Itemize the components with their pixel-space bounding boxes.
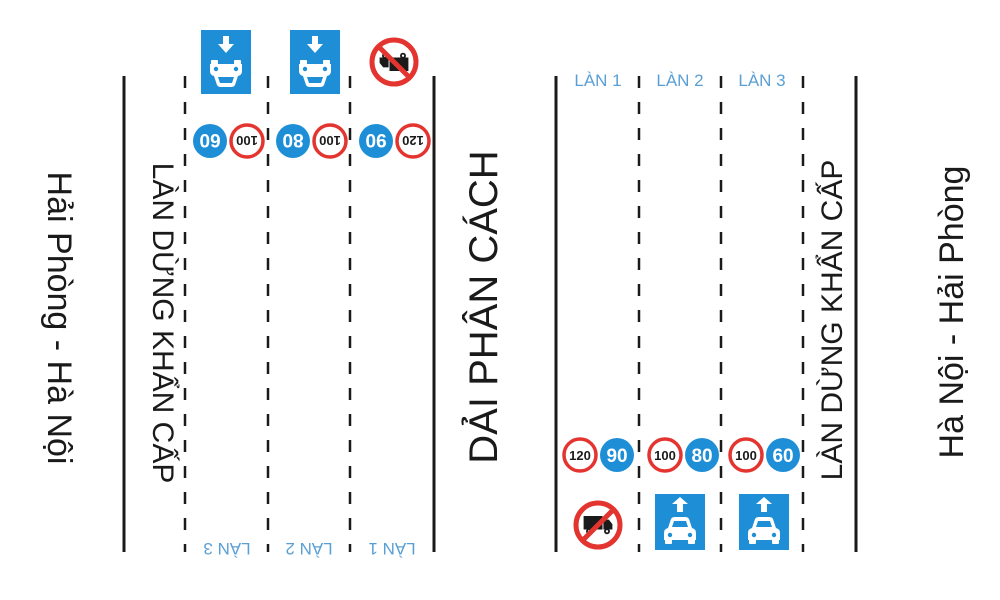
right-lane-3-car-sign	[739, 494, 789, 550]
svg-text:60: 60	[772, 446, 793, 467]
svg-text:60: 60	[199, 129, 220, 150]
left-lane-3-label: LÀN 3	[203, 539, 250, 558]
right-lane-1-no-truck-sign	[573, 500, 623, 550]
svg-text:80: 80	[691, 446, 712, 467]
right-lane-1-label: LÀN 1	[574, 71, 621, 90]
svg-text:100: 100	[735, 448, 757, 463]
left-lane-2-speed-signs: 80 100	[276, 123, 348, 159]
min-speed-sign: 60	[193, 124, 227, 158]
svg-text:100: 100	[236, 133, 258, 148]
left-lane-1-label: LÀN 1	[368, 539, 415, 558]
left-route-label: Hải Phòng - Hà Nội	[40, 172, 78, 465]
svg-text:100: 100	[319, 133, 341, 148]
arrow-icon	[307, 36, 323, 53]
left-lane-1-speed-signs: 90 120	[359, 123, 431, 159]
min-speed-sign: 90	[600, 438, 634, 472]
left-lane-1-no-truck-sign	[369, 37, 419, 87]
right-route-label: Hà Nội - Hải Phòng	[933, 166, 971, 459]
left-lane-3-car-sign	[201, 30, 251, 94]
median-label: DẢI PHÂN CÁCH	[460, 150, 506, 463]
min-speed-sign: 80	[276, 124, 310, 158]
left-carriageway: Hải Phòng - Hà Nội LÀN DỪNG KHẨN CẤP LÀN…	[40, 30, 436, 558]
min-speed-sign: 80	[685, 438, 719, 472]
right-lane-3-speed-signs: 100 60	[728, 437, 800, 473]
right-lane-2-label: LÀN 2	[656, 71, 703, 90]
max-speed-sign: 120	[562, 437, 598, 473]
min-speed-sign: 60	[766, 438, 800, 472]
right-lane-2-car-sign	[655, 494, 705, 550]
arrow-icon	[218, 36, 234, 53]
max-speed-sign: 120	[395, 123, 431, 159]
left-lane-3-speed-signs: 60 100	[193, 123, 265, 159]
svg-text:120: 120	[569, 448, 591, 463]
svg-text:90: 90	[606, 446, 627, 467]
min-speed-sign: 90	[359, 124, 393, 158]
left-shoulder-label: LÀN DỪNG KHẨN CẤP	[146, 163, 180, 484]
svg-text:80: 80	[282, 129, 303, 150]
max-speed-sign: 100	[647, 437, 683, 473]
max-speed-sign: 100	[312, 123, 348, 159]
svg-text:120: 120	[402, 133, 424, 148]
arrow-icon	[756, 497, 772, 512]
left-lane-2-label: LÀN 2	[285, 539, 332, 558]
right-lane-1-speed-signs: 120 90	[562, 437, 634, 473]
max-speed-sign: 100	[728, 437, 764, 473]
svg-text:100: 100	[654, 448, 676, 463]
right-lane-2-speed-signs: 100 80	[647, 437, 719, 473]
max-speed-sign: 100	[229, 123, 265, 159]
right-shoulder-label: LÀN DỪNG KHẨN CẤP	[815, 160, 849, 481]
svg-text:90: 90	[365, 129, 386, 150]
left-lane-2-car-sign	[290, 30, 340, 94]
right-carriageway: LÀN 1 LÀN 2 LÀN 3 LÀN DỪNG KHẨN CẤP Hà N…	[554, 71, 971, 552]
right-lane-3-label: LÀN 3	[738, 71, 785, 90]
arrow-icon	[672, 497, 688, 512]
